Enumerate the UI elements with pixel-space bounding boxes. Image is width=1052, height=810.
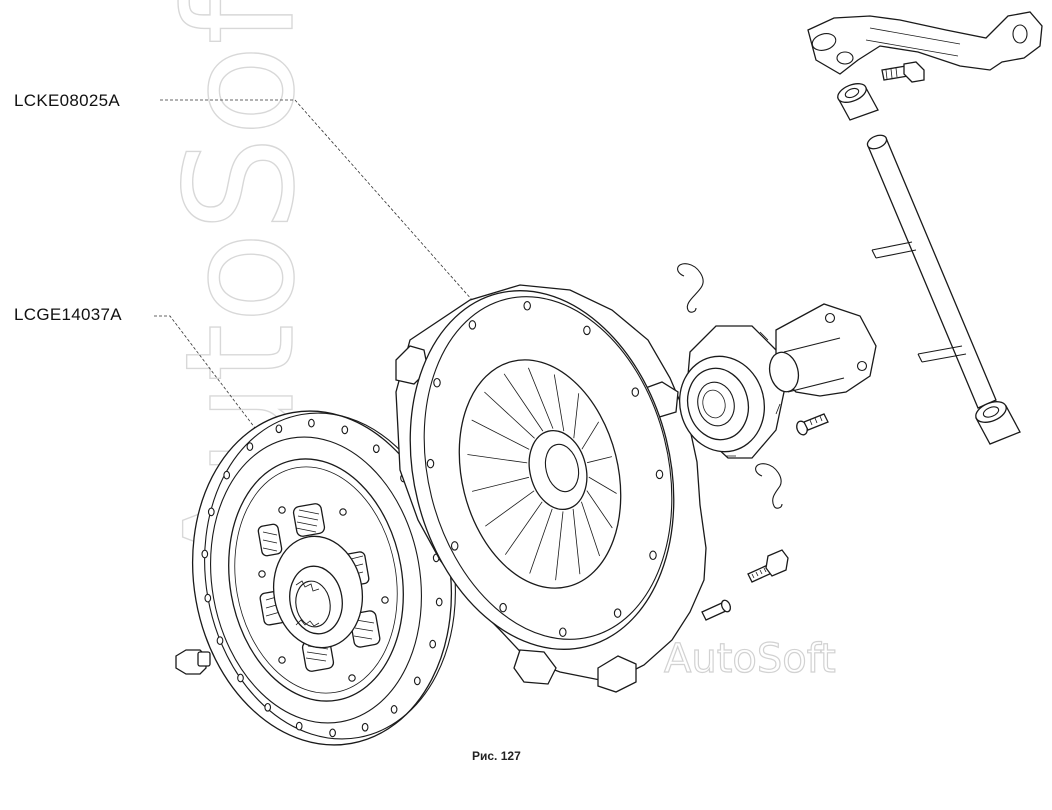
rivet-hole	[204, 593, 212, 603]
diaphragm-finger	[529, 508, 553, 574]
pressure-plate	[395, 284, 707, 693]
clutch-disc	[191, 410, 456, 746]
rivet-hole	[223, 470, 231, 480]
cover-hole	[450, 541, 459, 551]
rivet-hole	[295, 721, 303, 731]
rivet-hole	[372, 444, 380, 454]
guide-sleeve	[768, 303, 877, 397]
diaphragm-finger	[588, 476, 617, 494]
rivet-hole	[429, 639, 437, 649]
watermark-small: AutoSoft	[664, 636, 836, 682]
part-label-clutch-disc: LCGE14037A	[14, 305, 122, 324]
rivet-hole	[413, 676, 421, 686]
figure-caption: Рис. 127	[472, 749, 521, 763]
shaft-bushing-bottom	[975, 401, 1021, 445]
bearing-screw	[796, 413, 829, 436]
diaphragm-finger	[504, 501, 543, 555]
release-shaft	[866, 134, 997, 409]
cover-bolt	[747, 549, 789, 583]
disc-bolt	[175, 649, 211, 675]
rivet-hole	[329, 728, 336, 738]
release-lever	[807, 11, 1043, 75]
rivet-hole	[264, 702, 272, 712]
diaphragm-finger	[472, 476, 529, 492]
cover-holes	[426, 301, 664, 637]
diaphragm-spring	[467, 367, 617, 581]
cover-hole	[649, 550, 657, 561]
diaphragm-finger	[581, 421, 600, 450]
diaphragm-finger	[587, 456, 612, 464]
diaphragm-finger	[528, 367, 554, 429]
diaphragm-finger	[471, 419, 530, 450]
rivet-hole	[435, 597, 443, 607]
rivet-hole	[361, 722, 369, 732]
rivet-hole	[275, 424, 283, 434]
diaphragm-finger	[555, 511, 564, 581]
spring-clip-top	[677, 263, 704, 313]
cover-hole	[523, 301, 531, 311]
cover-hole	[426, 458, 435, 469]
diaphragm-finger	[467, 454, 528, 464]
rivet-hole	[201, 549, 209, 559]
rivet-hole	[308, 418, 315, 428]
diaphragm-finger	[553, 374, 565, 432]
rivet-hole	[216, 636, 224, 645]
leader-lines	[154, 99, 489, 433]
rivet-hole	[246, 442, 254, 451]
part-label-pressure-plate: LCKE08025A	[14, 91, 121, 110]
rivet-hole	[237, 673, 244, 683]
diaphragm-finger	[485, 490, 535, 527]
cover-hole	[468, 320, 477, 330]
cover-hole	[655, 469, 664, 480]
shaft-bushing-top	[837, 83, 879, 121]
diaphragm-finger	[484, 391, 535, 439]
rivet-hole	[207, 507, 215, 517]
rivet-hole	[390, 705, 398, 714]
cover-hole	[613, 608, 622, 618]
diaphragm-finger	[573, 393, 580, 439]
diaphragm-finger	[586, 490, 613, 529]
cover-hole	[583, 325, 591, 336]
splined-hub	[272, 535, 364, 649]
cover-hole	[559, 627, 567, 637]
rivet-hole	[341, 425, 349, 435]
diaphragm-finger	[581, 501, 600, 557]
lever-bolt	[881, 61, 925, 83]
dowel-pin	[701, 599, 732, 621]
cover-hole	[433, 377, 441, 388]
cover-hole	[499, 602, 507, 613]
spring-clip-bottom	[755, 463, 783, 509]
diaphragm-finger	[572, 508, 581, 575]
cover-hole	[631, 387, 640, 397]
diaphragm-finger	[503, 373, 544, 432]
release-bearing	[678, 325, 785, 459]
